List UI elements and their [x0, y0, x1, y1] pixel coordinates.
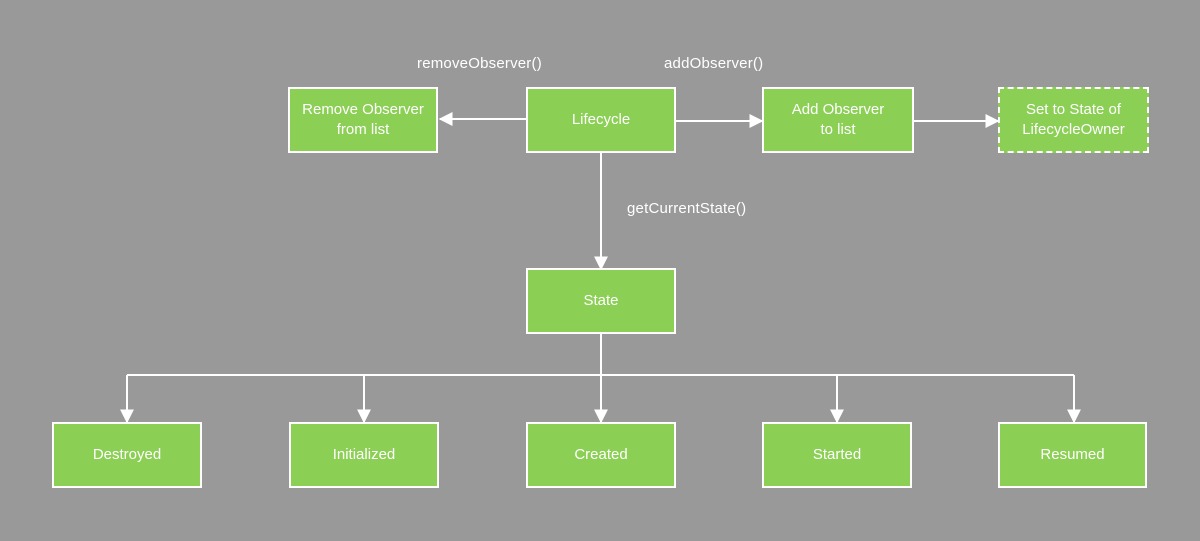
state-node: State: [526, 268, 676, 334]
resumed-node: Resumed: [998, 422, 1147, 488]
started-node: Started: [762, 422, 912, 488]
add-observer-call-label: addObserver(): [664, 55, 764, 72]
remove-observer-call-label: removeObserver(): [417, 55, 542, 72]
initialized-node: Initialized: [289, 422, 439, 488]
remove-observer-node: Remove Observer from list: [288, 87, 438, 153]
set-state-node: Set to State of LifecycleOwner: [998, 87, 1149, 153]
get-current-state-call-label: getCurrentState(): [627, 200, 747, 217]
lifecycle-node: Lifecycle: [526, 87, 676, 153]
add-observer-node: Add Observer to list: [762, 87, 914, 153]
created-node: Created: [526, 422, 676, 488]
destroyed-node: Destroyed: [52, 422, 202, 488]
